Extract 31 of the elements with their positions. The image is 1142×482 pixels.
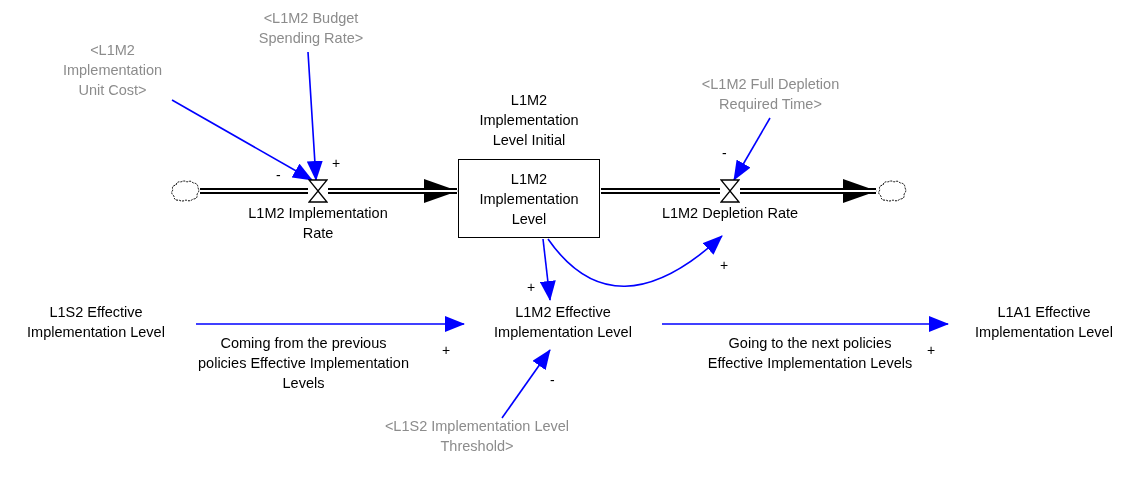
link-arrow bbox=[733, 117, 771, 181]
link-arrow bbox=[306, 51, 323, 181]
shadow-variable-text: <L1M2 Budget Spending Rate> bbox=[257, 9, 365, 48]
polarity-sign: + bbox=[720, 258, 729, 272]
link-arrow bbox=[547, 235, 723, 288]
polarity-sign: - bbox=[722, 146, 727, 160]
flow-pipe bbox=[740, 179, 877, 203]
polarity-sign: - bbox=[276, 168, 281, 182]
shadow-variable-text: <L1M2 Implementation Unit Cost> bbox=[61, 41, 164, 100]
variable-name: L1M2 Effective Implementation Level bbox=[493, 303, 633, 342]
polarity-sign: + bbox=[927, 343, 936, 357]
polarity-sign: - bbox=[550, 373, 555, 387]
flow-pipe bbox=[328, 179, 458, 203]
variable-name: L1M2 Implementation Rate bbox=[247, 204, 389, 243]
variable-name: L1S2 Effective Implementation Level bbox=[26, 303, 166, 342]
variable-name: L1A1 Effective Implementation Level bbox=[974, 303, 1114, 342]
flow-pipe bbox=[601, 188, 720, 194]
link-arrow bbox=[171, 99, 313, 181]
link-arrow bbox=[195, 316, 465, 332]
link-arrow bbox=[661, 316, 949, 332]
initial-value-text: L1M2 Implementation Level Initial bbox=[478, 91, 580, 150]
polarity-sign: + bbox=[527, 280, 536, 294]
variable-name: L1M2 Implementation Level bbox=[478, 169, 580, 229]
flow-pipe bbox=[200, 188, 308, 194]
polarity-sign: + bbox=[442, 343, 451, 357]
link-arrow bbox=[539, 238, 556, 301]
polarity-sign: + bbox=[332, 156, 341, 170]
shadow-variable-text: <L1M2 Full Depletion Required Time> bbox=[700, 75, 841, 114]
link-arrow bbox=[501, 349, 551, 419]
variable-name: L1M2 Depletion Rate bbox=[661, 204, 799, 223]
shadow-variable-text: <L1S2 Implementation Level Threshold> bbox=[383, 417, 571, 456]
